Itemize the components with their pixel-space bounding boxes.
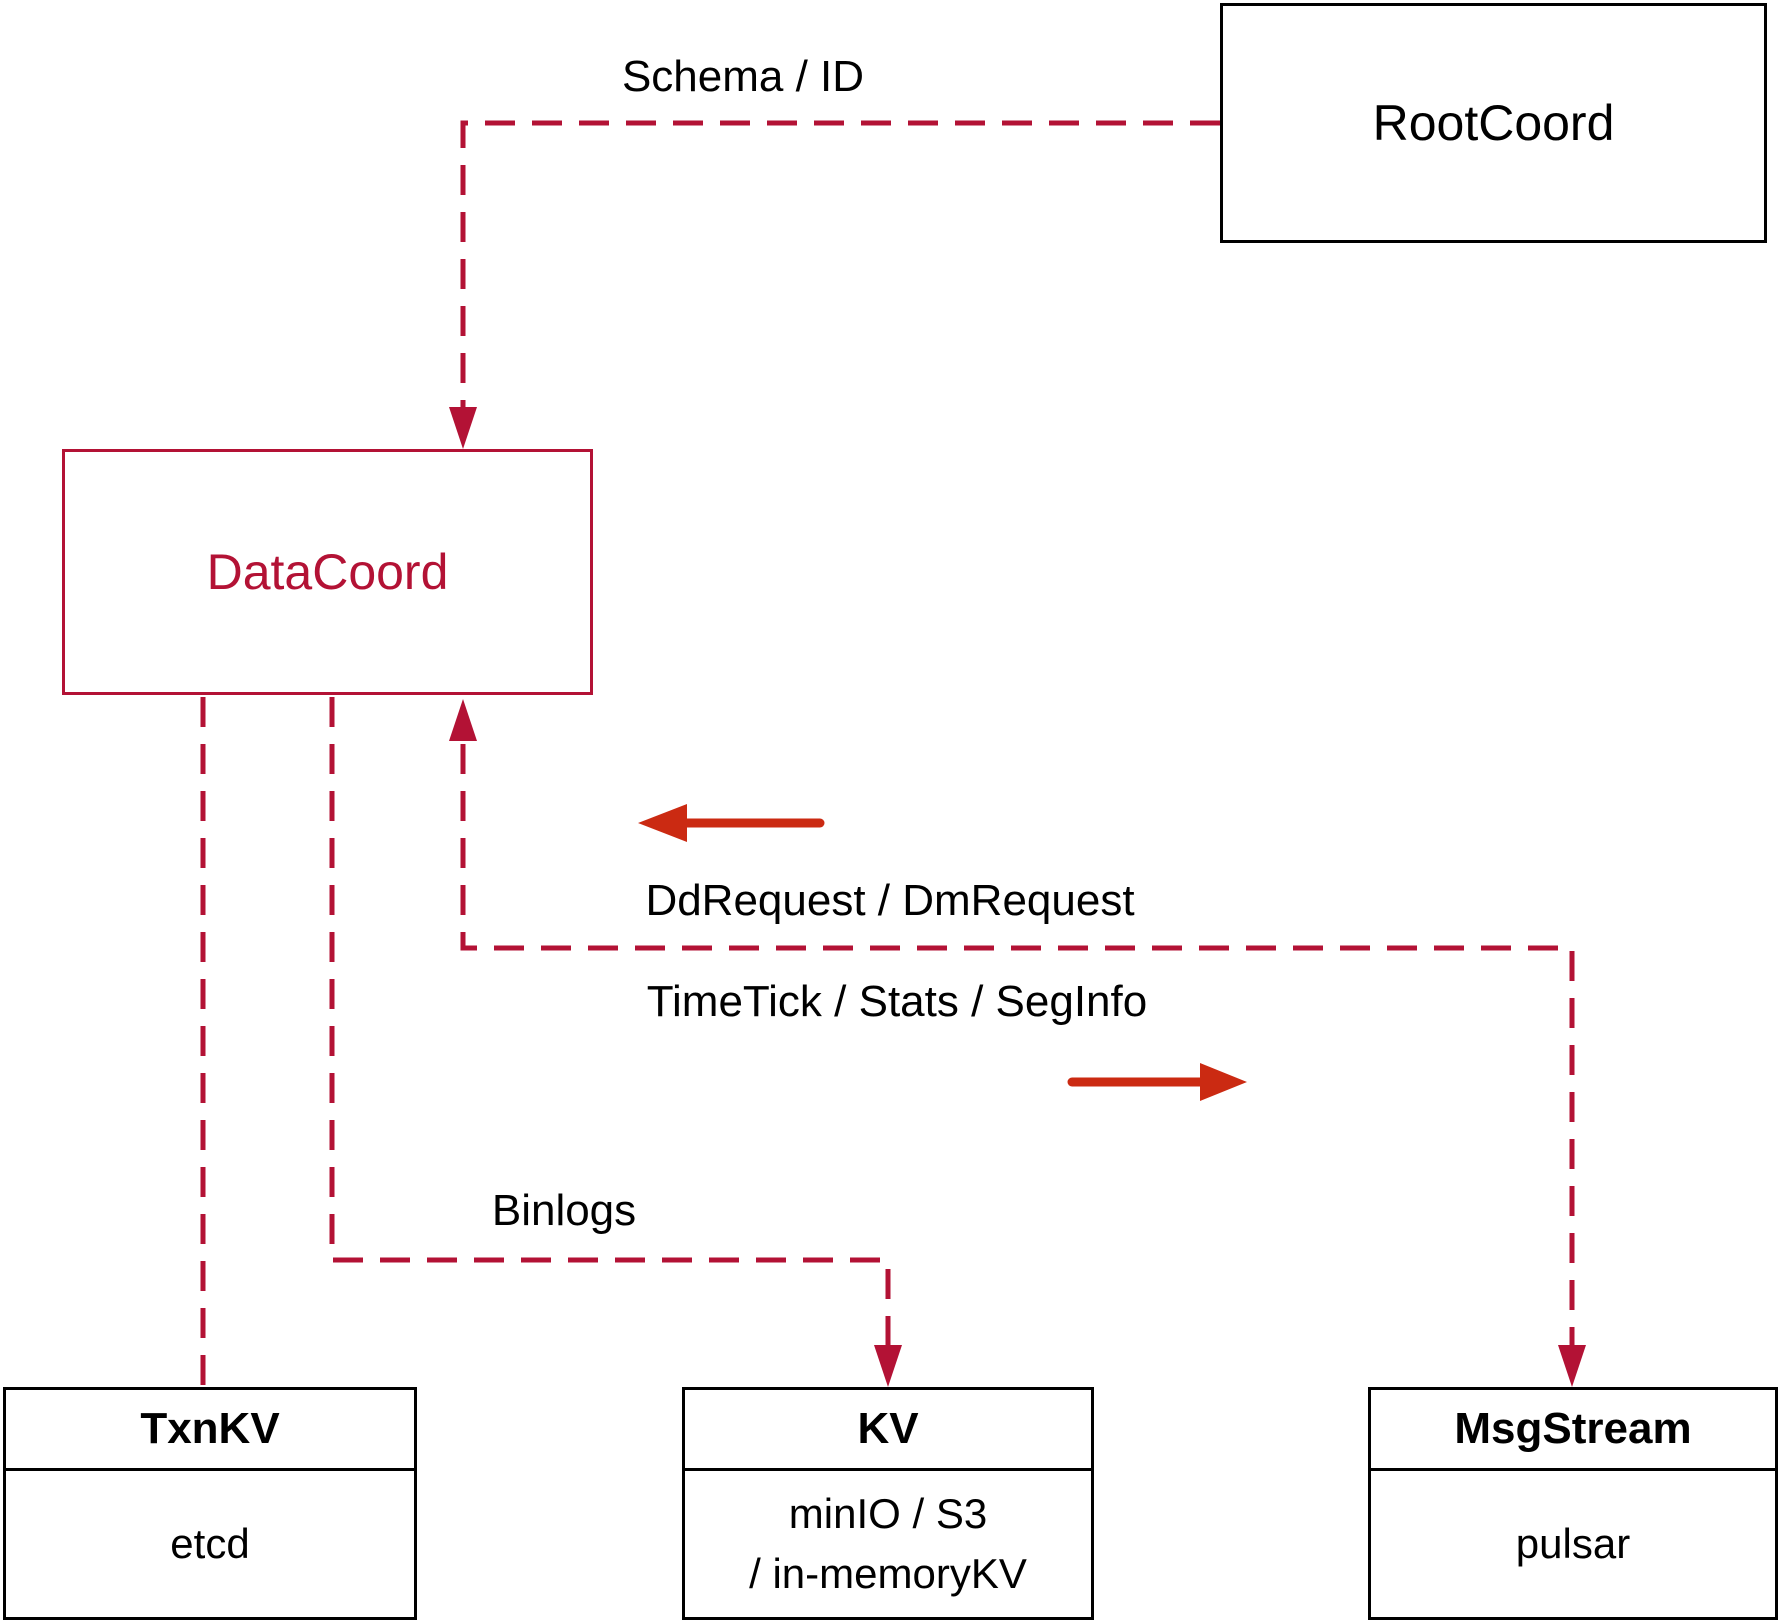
edge-label-timetick: TimeTick / Stats / SegInfo (646, 977, 1148, 1026)
msgstream-header: MsgStream (1371, 1390, 1775, 1471)
node-datacoord: DataCoord (62, 449, 593, 695)
edge-label-schema-id: Schema / ID (621, 52, 865, 101)
txnkv-header: TxnKV (6, 1390, 414, 1471)
kv-header: KV (685, 1390, 1091, 1471)
node-kv: KV minIO / S3 / in-memoryKV (682, 1387, 1094, 1620)
msgstream-body: pulsar (1371, 1471, 1775, 1617)
node-rootcoord: RootCoord (1220, 3, 1767, 243)
msgstream-connector (460, 744, 1575, 1348)
kv-title: KV (857, 1404, 919, 1453)
kv-body-line2: / in-memoryKV (749, 1550, 1027, 1597)
msgstream-title: MsgStream (1454, 1404, 1692, 1453)
edge-label-ddrequest: DdRequest / DmRequest (645, 876, 1135, 925)
datacoord-label: DataCoord (206, 544, 449, 600)
kv-body: minIO / S3 / in-memoryKV (685, 1471, 1091, 1617)
arrowhead-up-icon (449, 699, 477, 741)
msgstream-body-text: pulsar (1515, 1520, 1631, 1567)
right-arrow-icon (1067, 1063, 1247, 1101)
schema-id-connector (460, 120, 1220, 410)
node-txnkv: TxnKV etcd (3, 1387, 417, 1620)
rootcoord-label: RootCoord (1372, 95, 1615, 151)
edge-label-binlogs: Binlogs (491, 1186, 637, 1235)
txnkv-body: etcd (6, 1471, 414, 1617)
txnkv-title: TxnKV (140, 1404, 280, 1453)
node-msgstream: MsgStream pulsar (1368, 1387, 1778, 1620)
arrowhead-down-icon (449, 407, 477, 449)
arrowhead-down-icon (1558, 1345, 1586, 1387)
arrowhead-down-icon (874, 1345, 902, 1387)
kv-body-line1: minIO / S3 (788, 1490, 988, 1537)
txnkv-body-text: etcd (170, 1520, 250, 1567)
left-arrow-icon (638, 804, 825, 842)
